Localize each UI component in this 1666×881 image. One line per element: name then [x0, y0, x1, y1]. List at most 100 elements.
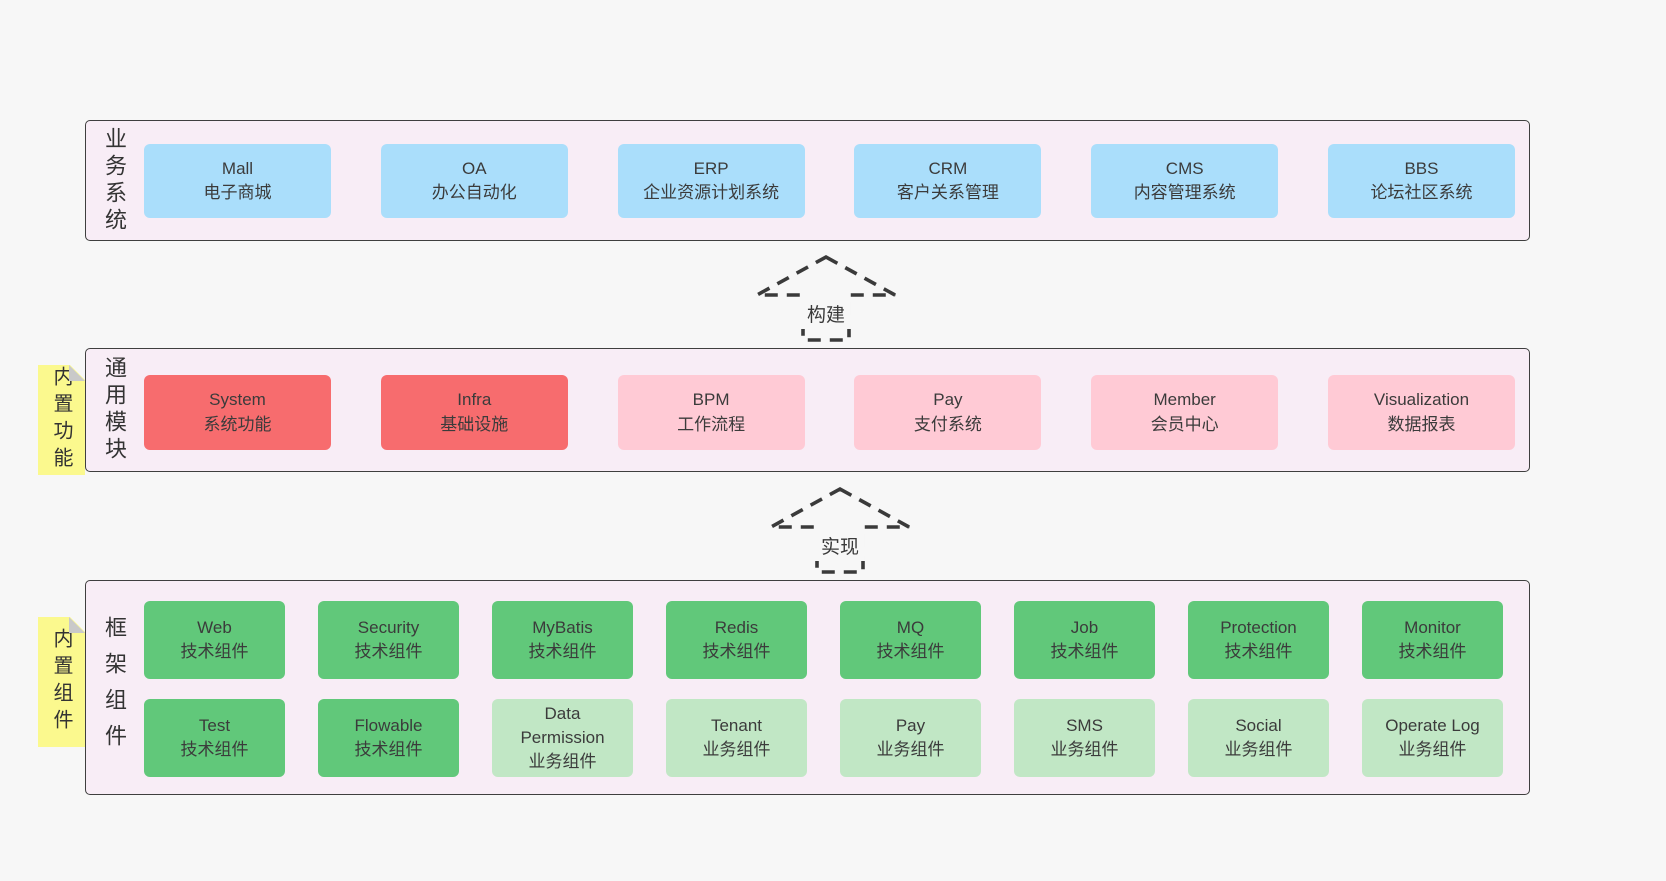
box-title: Mall: [221, 158, 254, 178]
box-subtitle: 技术组件: [1398, 642, 1467, 661]
box-title: ERP: [693, 158, 729, 178]
box-security: Security 技术组件: [318, 601, 459, 679]
note-fold-icon: [69, 365, 85, 381]
panel-framework-components: 框架组件 Web 技术组件 Security 技术组件 MyBatis 技术组件…: [85, 580, 1530, 795]
box-subtitle: 会员中心: [1150, 414, 1219, 434]
box-oa: OA 办公自动化: [380, 144, 568, 218]
box-protection: Protection 技术组件: [1188, 601, 1329, 679]
box-title: Web: [197, 617, 232, 637]
box-subtitle: 工作流程: [677, 414, 746, 434]
box-title: System: [209, 390, 266, 410]
box-title: Flowable: [354, 715, 423, 735]
box-subtitle: 内容管理系统: [1133, 183, 1236, 202]
box-infra: Infra 基础设施: [380, 375, 568, 450]
box-subtitle: 技术组件: [1224, 642, 1293, 661]
box-mall: Mall 电子商城: [144, 144, 331, 218]
sticky-note-built-in-components: 内置组件: [38, 617, 85, 747]
arrow-build: 构建: [753, 254, 899, 344]
box-pay-component: Pay 业务组件: [840, 699, 981, 777]
box-title: Security: [357, 617, 420, 637]
sticky-note-built-in-features: 内置功能: [38, 365, 85, 475]
box-subtitle: 业务组件: [1050, 740, 1119, 759]
box-operate-log: Operate Log 业务组件: [1362, 699, 1503, 777]
box-title: Job: [1070, 617, 1099, 637]
business-box-row: Mall 电子商城 OA 办公自动化 ERP 企业资源计划系统 CRM 客户关系…: [144, 144, 1515, 218]
components-row-2: Test 技术组件 Flowable 技术组件 Data Permission …: [144, 699, 1503, 777]
box-cms: CMS 内容管理系统: [1091, 144, 1279, 218]
box-sms: SMS 业务组件: [1014, 699, 1155, 777]
box-pay-module: Pay 支付系统: [854, 375, 1042, 450]
box-title: BBS: [1404, 158, 1439, 178]
panel-common-modules: 通用模块 System 系统功能 Infra 基础设施 BPM 工作流程 Pay…: [85, 348, 1530, 472]
box-member: Member 会员中心: [1091, 375, 1279, 450]
box-mybatis: MyBatis 技术组件: [492, 601, 633, 679]
box-subtitle: 技术组件: [702, 642, 771, 661]
box-title: Pay: [895, 715, 926, 735]
box-erp: ERP 企业资源计划系统: [617, 144, 805, 218]
box-data-permission: Data Permission 业务组件: [492, 699, 633, 777]
box-subtitle: 电子商城: [203, 183, 272, 202]
panel-business-systems: 业务系统 Mall 电子商城 OA 办公自动化 ERP 企业资源计划系统 CRM…: [85, 120, 1530, 241]
box-title: OA: [462, 158, 487, 178]
box-title: MQ: [896, 617, 925, 637]
box-subtitle: 技术组件: [354, 642, 423, 661]
modules-box-row: System 系统功能 Infra 基础设施 BPM 工作流程 Pay 支付系统…: [144, 375, 1515, 450]
box-mq: MQ 技术组件: [840, 601, 981, 679]
box-test: Test 技术组件: [144, 699, 285, 777]
box-title: CMS: [1165, 158, 1204, 178]
arrow-build-label: 构建: [800, 298, 852, 329]
box-title: MyBatis: [532, 617, 593, 637]
box-subtitle: 客户关系管理: [896, 183, 999, 202]
box-subtitle: 业务组件: [702, 740, 771, 759]
box-title: BPM: [692, 390, 730, 410]
box-social: Social 业务组件: [1188, 699, 1329, 777]
box-job: Job 技术组件: [1014, 601, 1155, 679]
box-subtitle: 支付系统: [913, 414, 982, 434]
box-tenant: Tenant 业务组件: [666, 699, 807, 777]
box-subtitle: 技术组件: [876, 642, 945, 661]
box-subtitle: 技术组件: [180, 740, 249, 759]
box-web: Web 技术组件: [144, 601, 285, 679]
box-title: SMS: [1066, 715, 1103, 735]
box-title: Member: [1153, 390, 1216, 410]
box-title: Tenant: [710, 715, 763, 735]
box-title: Visualization: [1373, 390, 1470, 410]
box-title: Infra: [457, 390, 492, 410]
box-subtitle: 论坛社区系统: [1370, 183, 1473, 202]
box-title: Data Permission: [520, 703, 605, 747]
components-row-1: Web 技术组件 Security 技术组件 MyBatis 技术组件 Redi…: [144, 601, 1503, 679]
box-subtitle: 技术组件: [1050, 642, 1119, 661]
box-redis: Redis 技术组件: [666, 601, 807, 679]
box-bbs: BBS 论坛社区系统: [1327, 144, 1515, 218]
box-subtitle: 业务组件: [1398, 740, 1467, 759]
box-subtitle: 技术组件: [354, 740, 423, 759]
box-system: System 系统功能: [144, 375, 331, 450]
box-subtitle: 业务组件: [528, 752, 597, 772]
box-subtitle: 基础设施: [440, 414, 509, 434]
arrow-implement-label: 实现: [814, 530, 866, 561]
box-subtitle: 数据报表: [1387, 414, 1456, 434]
panel-business-systems-label: 业务系统: [102, 126, 127, 235]
box-title: Monitor: [1404, 617, 1461, 637]
box-title: Protection: [1220, 617, 1297, 637]
box-title: Pay: [933, 390, 963, 410]
box-title: Test: [198, 715, 231, 735]
box-visualization: Visualization 数据报表: [1327, 375, 1515, 450]
note-fold-icon: [69, 617, 85, 633]
box-title: Social: [1235, 715, 1282, 735]
box-crm: CRM 客户关系管理: [854, 144, 1042, 218]
arrow-implement: 实现: [767, 486, 913, 576]
box-subtitle: 办公自动化: [431, 183, 517, 202]
box-monitor: Monitor 技术组件: [1362, 601, 1503, 679]
panel-common-modules-label: 通用模块: [102, 356, 127, 464]
box-title: Redis: [714, 617, 759, 637]
box-flowable: Flowable 技术组件: [318, 699, 459, 777]
box-bpm: BPM 工作流程: [617, 375, 805, 450]
box-subtitle: 技术组件: [528, 642, 597, 661]
box-subtitle: 业务组件: [1224, 740, 1293, 759]
box-title: CRM: [928, 158, 968, 178]
box-subtitle: 企业资源计划系统: [643, 183, 780, 202]
box-subtitle: 系统功能: [203, 414, 272, 434]
panel-framework-components-label: 框架组件: [102, 615, 127, 760]
